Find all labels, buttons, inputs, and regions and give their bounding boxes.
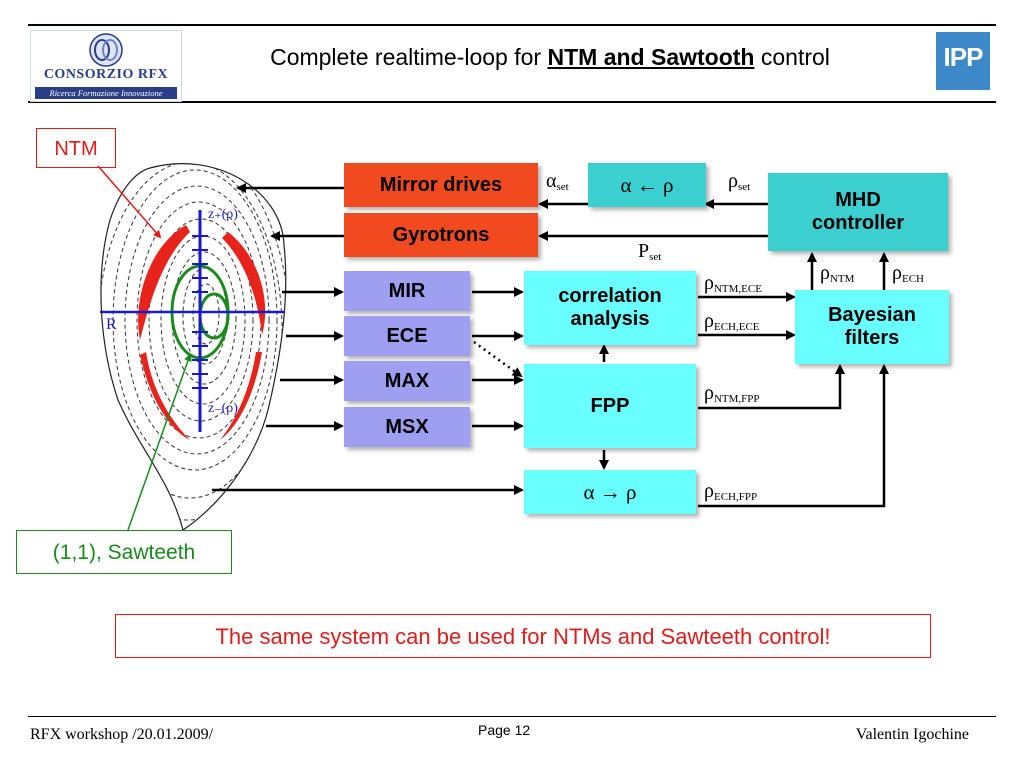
footer-rule [28, 716, 996, 717]
mirror-drives-block: Mirror drives [344, 163, 538, 207]
flux-surface [124, 185, 270, 455]
footer-event: RFX workshop /20.01.2009/ [30, 726, 214, 743]
correlation-analysis-block: correlation analysis [524, 271, 696, 345]
alpha-from-rho-block: α ← ρ [588, 163, 706, 207]
signal-rho-ntm-fpp: ρNTM,FPP [704, 382, 760, 405]
flux-surface [148, 218, 254, 422]
ntm-island [220, 352, 262, 440]
mhd-controller-block: MHD controller [768, 173, 948, 251]
mir-block: MIR [344, 271, 470, 311]
fpp-block: FPP [524, 364, 696, 448]
signal-alpha-set: αset [546, 170, 569, 193]
signal-rho-ech-ece: ρECH,ECE [704, 310, 760, 333]
title-prefix: Complete realtime-loop for [270, 44, 548, 70]
ntm-island [138, 225, 190, 340]
z-minus-label: z₋(ρ) [208, 401, 238, 416]
signal-rho-ech: ρECH [892, 262, 924, 285]
rfx-emblem-icon [89, 33, 123, 67]
rho-from-alpha-block: α → ρ [524, 470, 696, 514]
title-suffix: control [754, 44, 830, 70]
flux-surface [100, 163, 283, 499]
ece-block: ECE [344, 316, 470, 356]
gyrotrons-block: Gyrotrons [344, 213, 538, 257]
max-block: MAX [344, 361, 470, 401]
header-bottom-rule [28, 101, 996, 103]
z-plus-label: z₊(ρ) [208, 207, 238, 222]
arrow-conv-to-bayes [698, 364, 889, 508]
plasma-boundary [100, 163, 287, 531]
signal-p-set: Pset [638, 240, 662, 263]
flux-surface [192, 283, 220, 345]
signal-rho-ech-fpp: ρECH,FPP [704, 480, 758, 503]
flux-surface [112, 169, 278, 471]
signal-rho-set: ρset [728, 170, 751, 193]
msx-block: MSX [344, 407, 470, 447]
ntm-island [140, 352, 190, 440]
ntm-callout: NTM [36, 128, 116, 168]
title-emphasis: NTM and Sawtooth [547, 44, 755, 70]
page-number: Page 12 [478, 722, 531, 738]
arrow-fpp-to-bayes [698, 364, 845, 410]
ipp-logo: IPP [936, 32, 990, 90]
page-title: Complete realtime-loop for NTM and Sawto… [190, 44, 910, 71]
r-axis-label: R [106, 316, 117, 333]
ipp-logo-text: IPP [943, 42, 984, 72]
bayesian-filters-block: Bayesian filters [795, 290, 949, 364]
ntm-island [222, 232, 266, 335]
rfx-logo-subtitle: Ricerca Formazione Innovazione [35, 87, 177, 99]
rfx-logo-text: CONSORZIO RFX [43, 67, 169, 82]
signal-rho-ntm: ρNTM [820, 262, 855, 285]
sawteeth-pointer [127, 353, 192, 531]
arrow-ece-to-fpp-dotted [473, 340, 523, 378]
sawteeth-callout: (1,1), Sawteeth [16, 530, 232, 574]
footer-author: Valentin Igochine [855, 726, 969, 743]
header-top-rule [28, 24, 996, 26]
signal-rho-ntm-ece: ρNTM,ECE [704, 272, 762, 295]
flux-surface [171, 251, 237, 385]
ntm-pointer [97, 165, 162, 239]
rfx-logo: CONSORZIO RFX Ricerca Formazione Innovaz… [30, 30, 182, 102]
summary-note: The same system can be used for NTMs and… [115, 614, 931, 658]
plasma-cross-section [97, 163, 287, 531]
